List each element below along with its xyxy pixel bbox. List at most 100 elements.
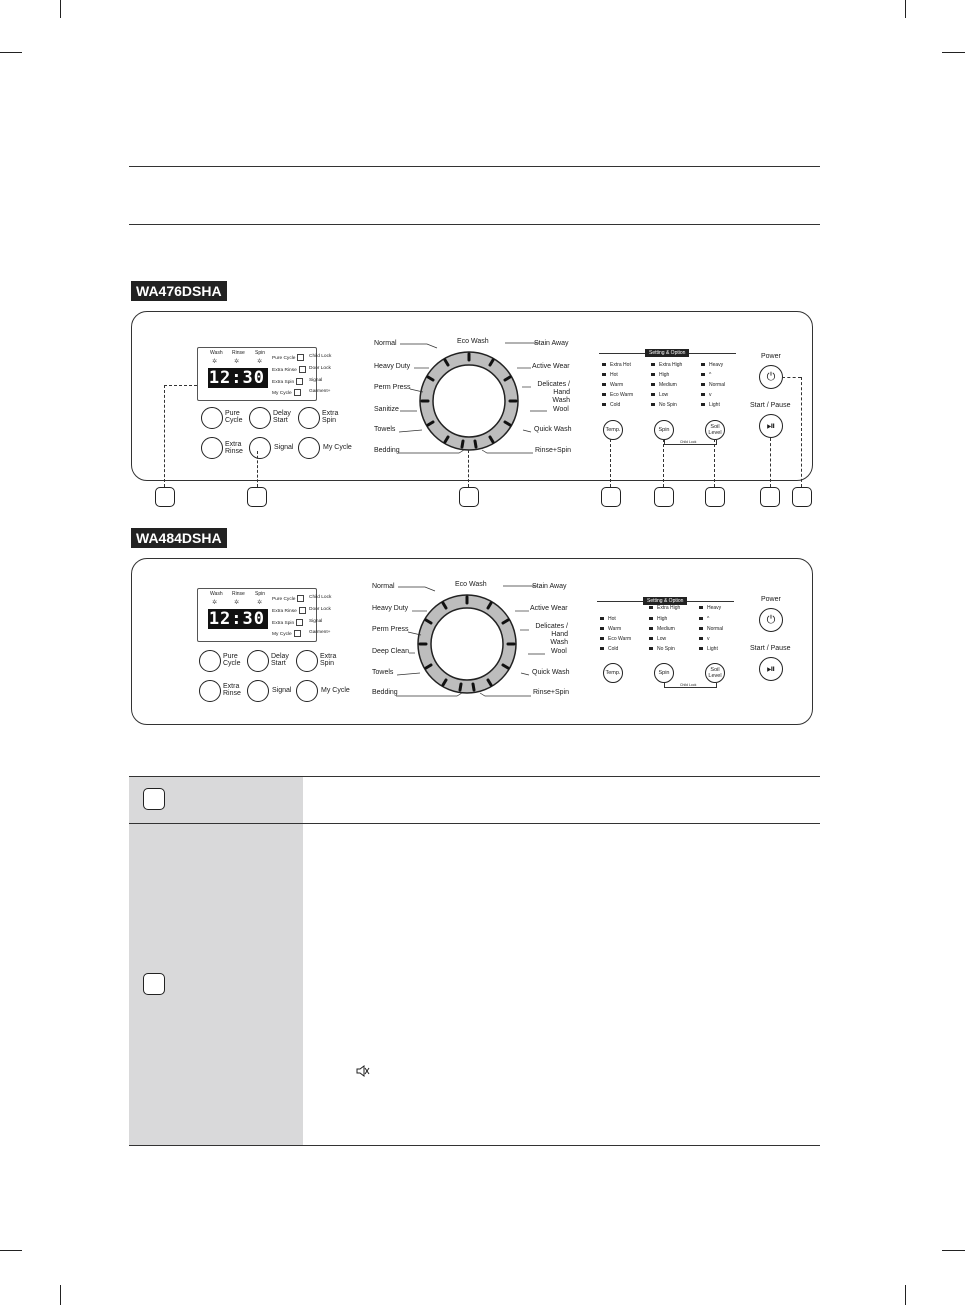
callout-1 (155, 487, 175, 507)
spin-extra-high: Extra High (651, 362, 682, 368)
power-icon: ⏻ (766, 613, 776, 626)
temp-warm: Warm (600, 626, 621, 632)
spin-label: Spin (255, 350, 266, 356)
dial-eco-wash: Eco Wash (457, 338, 489, 345)
extra-spin-button[interactable] (296, 650, 318, 672)
spin-high: High (649, 616, 667, 622)
extra-spin-button[interactable] (298, 407, 320, 429)
dial-heavy-duty: Heavy Duty (372, 605, 409, 612)
spin-medium: Medium (651, 382, 677, 388)
delay-start-label: Delay Start (273, 410, 291, 424)
temp-eco-warm: Eco Warm (600, 636, 631, 642)
soil-level-button[interactable]: Soil Level (705, 663, 725, 683)
spin-button[interactable]: Spin (654, 663, 674, 683)
header-rule-top (129, 166, 820, 167)
dial-delicates: Delicates / Hand Wash (535, 623, 568, 646)
temp-extra-hot: Extra Hot (602, 362, 631, 368)
start-pause-button[interactable]: ⏯ (759, 657, 783, 681)
pure-cycle-button[interactable] (199, 650, 221, 672)
dial-heavy-duty: Heavy Duty (374, 363, 411, 370)
dial-quick-wash: Quick Wash (532, 669, 570, 676)
dial-towels: Towels (372, 669, 394, 676)
mute-icon (356, 1065, 370, 1077)
temp-button[interactable]: Temp. (603, 420, 623, 440)
dial-wool: Wool (551, 648, 567, 655)
crop-mark (905, 0, 906, 18)
soil-up: ^ (699, 616, 709, 622)
soil-level-button[interactable]: Soil Level (705, 420, 725, 440)
temp-eco-warm: Eco Warm (602, 392, 633, 398)
power-label: Power (761, 596, 781, 603)
signal-button[interactable] (247, 680, 269, 702)
indicator-extra-spin: Extra Spin (272, 619, 304, 626)
delay-start-button[interactable] (249, 407, 271, 429)
pure-cycle-button[interactable] (201, 407, 223, 429)
my-cycle-button[interactable] (296, 680, 318, 702)
play-pause-icon: ⏯ (766, 419, 776, 432)
leader-line (770, 438, 771, 487)
soil-down: v (701, 392, 712, 398)
dial-eco-wash: Eco Wash (455, 581, 487, 588)
spin-icon: ✲ (257, 359, 263, 365)
dial-quick-wash: Quick Wash (534, 426, 572, 433)
soil-up: ^ (701, 372, 711, 378)
crop-mark (0, 1250, 22, 1251)
callout-5 (654, 487, 674, 507)
indicator-my-cycle: My Cycle (272, 389, 301, 396)
start-pause-button[interactable]: ⏯ (759, 414, 783, 438)
wash-icon: ✲ (212, 359, 218, 365)
soil-normal: Normal (701, 382, 725, 388)
table-rule-top (129, 776, 820, 777)
power-button[interactable]: ⏻ (759, 608, 783, 632)
table-number-box-1 (143, 788, 165, 810)
soil-heavy: Heavy (699, 605, 721, 611)
dial-delicates: Delicates / Hand Wash (537, 381, 570, 404)
callout-8 (792, 487, 812, 507)
temp-button[interactable]: Temp. (603, 663, 623, 683)
delay-start-label: Delay Start (271, 653, 289, 667)
dial-wool: Wool (553, 406, 569, 413)
cycle-dial[interactable] (415, 592, 519, 696)
dial-sanitize: Sanitize (374, 406, 399, 413)
soil-heavy: Heavy (701, 362, 723, 368)
soil-down: v (699, 636, 710, 642)
table-rule-bottom (129, 1145, 820, 1146)
spin-extra-high: Extra High (649, 605, 680, 611)
dial-normal: Normal (374, 340, 397, 347)
spin-no-spin: No Spin (651, 402, 677, 408)
setting-option-header: Setting & Option (645, 349, 690, 357)
extra-spin-label: Extra Spin (322, 410, 339, 424)
cycle-dial[interactable] (417, 349, 521, 453)
soil-light: Light (699, 646, 718, 652)
leader-line (714, 439, 715, 487)
indicator-child-lock: Child Lock (309, 595, 332, 600)
crop-mark (905, 1285, 906, 1305)
leader-line (468, 450, 469, 487)
extra-rinse-label: Extra Rinse (223, 683, 241, 697)
dial-stain-away: Stain Away (534, 340, 569, 347)
model-tag-b: WA484DSHA (131, 528, 227, 548)
delay-start-button[interactable] (247, 650, 269, 672)
spin-label: Spin (255, 591, 266, 597)
leader-line (782, 377, 801, 378)
setting-option-header: Setting & Option (643, 597, 688, 605)
rinse-label: Rinse (232, 591, 245, 597)
spin-button[interactable]: Spin (654, 420, 674, 440)
signal-button[interactable] (249, 437, 271, 459)
display-window: Wash Rinse Spin ✲ ✲ ✲ 12:30 Pure Cycle E… (197, 588, 331, 642)
extra-spin-label: Extra Spin (320, 653, 337, 667)
leader-line (663, 439, 664, 487)
extra-rinse-button[interactable] (199, 680, 221, 702)
callout-4 (601, 487, 621, 507)
power-button[interactable]: ⏻ (759, 365, 783, 389)
dial-normal: Normal (372, 583, 395, 590)
extra-rinse-button[interactable] (201, 437, 223, 459)
my-cycle-button[interactable] (298, 437, 320, 459)
child-lock-bracket (664, 440, 717, 445)
header-rule-bottom (129, 224, 820, 225)
spin-low: Low (649, 636, 666, 642)
model-tag-a: WA476DSHA (131, 281, 227, 301)
soil-light: Light (701, 402, 720, 408)
dial-active-wear: Active Wear (532, 363, 570, 370)
callout-6 (705, 487, 725, 507)
